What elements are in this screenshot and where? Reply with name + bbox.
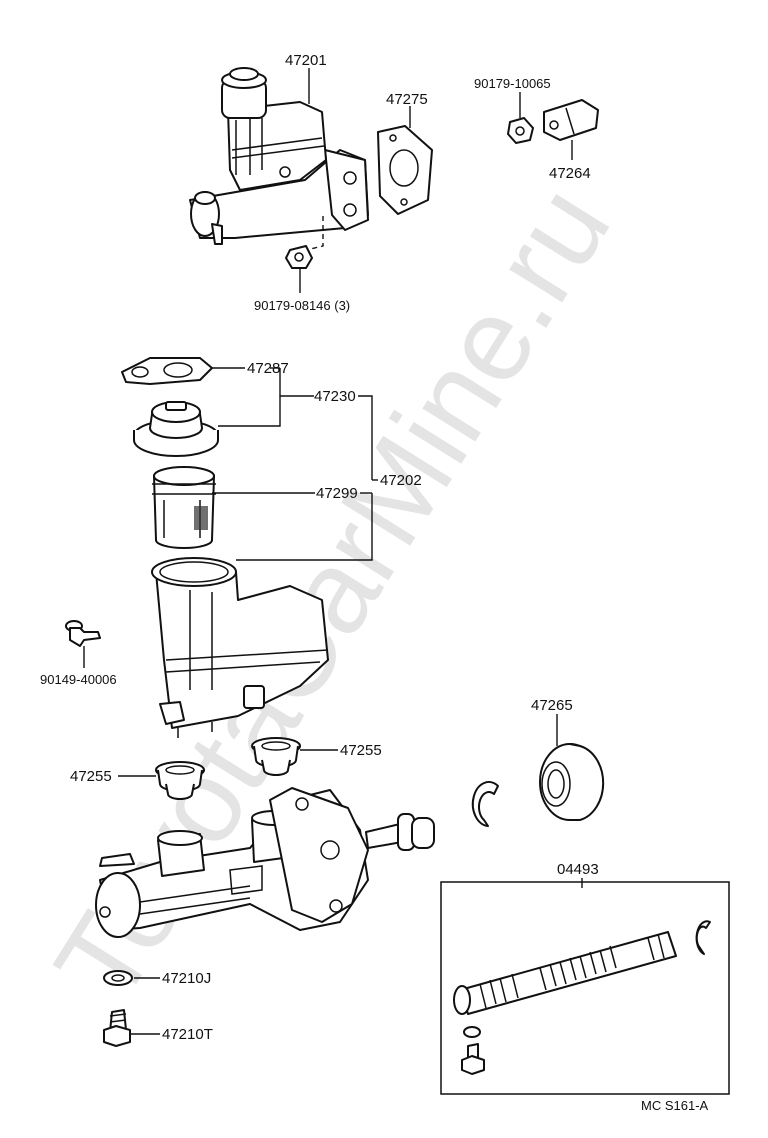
label-47275: 47275 — [386, 91, 428, 108]
strainer-47299[interactable] — [152, 466, 216, 549]
bleeder-plug-47210T[interactable] — [103, 1009, 131, 1047]
snap-ring[interactable] — [471, 781, 499, 827]
label-47201: 47201 — [285, 52, 327, 69]
label-47265: 47265 — [531, 697, 573, 714]
label-04493: 04493 — [557, 861, 599, 878]
screw-90149-40006[interactable] — [65, 620, 101, 647]
diagram-code: MC S161-A — [641, 1098, 709, 1113]
kit-bleeder-plug[interactable] — [461, 1043, 485, 1075]
reservoir-cap-47230[interactable] — [133, 401, 219, 457]
gasket-47275[interactable] — [377, 125, 433, 215]
label-47287: 47287 — [247, 360, 289, 377]
label-47210T: 47210T — [162, 1026, 213, 1043]
boot-47265[interactable] — [539, 743, 605, 821]
label-47255-left: 47255 — [70, 768, 112, 785]
master-cylinder-body[interactable] — [95, 787, 369, 938]
label-90179-10065: 90179-10065 — [474, 76, 551, 91]
label-47230: 47230 — [314, 388, 356, 405]
reservoir-47202[interactable] — [151, 557, 329, 738]
label-47299: 47299 — [316, 485, 358, 502]
label-47202: 47202 — [380, 472, 422, 489]
label-47264: 47264 — [549, 165, 591, 182]
bolt-90179-08146[interactable] — [285, 245, 313, 269]
label-47255-right: 47255 — [340, 742, 382, 759]
washer-47210J[interactable] — [103, 970, 133, 986]
kit-04493-frame — [440, 881, 730, 1095]
grommet-47255-right[interactable] — [251, 737, 301, 776]
nut-90179-10065[interactable] — [507, 117, 534, 144]
piston-rod-end[interactable] — [365, 813, 435, 851]
label-90149-40006: 90149-40006 — [40, 672, 117, 687]
kit-snap-ring[interactable] — [695, 920, 711, 955]
bracket-47264[interactable] — [543, 99, 599, 141]
label-90179-08146: 90179-08146 (3) — [254, 298, 350, 313]
kit-washer[interactable] — [463, 1026, 481, 1038]
master-cylinder-assembly-47201[interactable] — [189, 67, 369, 245]
gasket-47287[interactable] — [121, 357, 213, 385]
grommet-47255-left[interactable] — [155, 761, 205, 800]
label-47210J: 47210J — [162, 970, 211, 987]
piston-kit-04493[interactable] — [453, 931, 677, 1015]
